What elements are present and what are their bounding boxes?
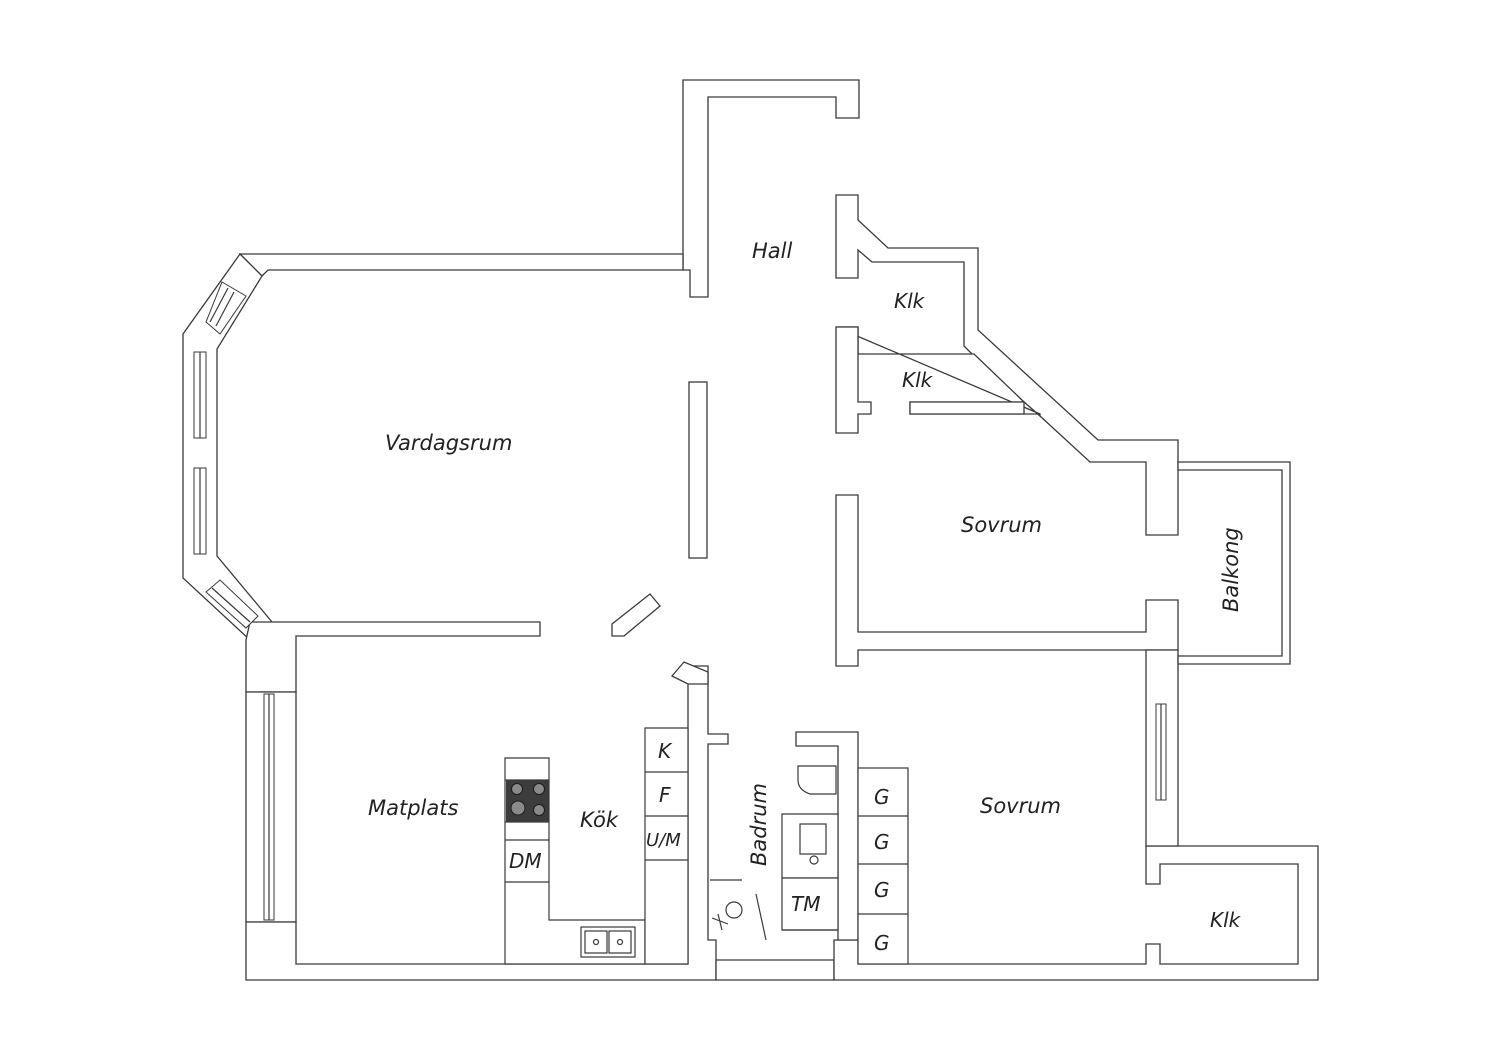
toilet xyxy=(797,765,837,795)
label-dining: Matplats xyxy=(368,796,458,820)
wall-closet-mid-left xyxy=(835,326,872,434)
label-oven-micro: U/M xyxy=(646,830,681,851)
label-wardrobe-4: G xyxy=(874,931,890,955)
label-freezer: F xyxy=(659,783,671,807)
label-wardrobe-1: G xyxy=(874,785,890,809)
label-closet-bottom: Klk xyxy=(1210,908,1242,932)
wall-bedroom-upper-west xyxy=(835,494,1179,667)
labels: Hall Klk Klk Vardagsrum Sovrum Balkong M… xyxy=(368,239,1243,955)
windows xyxy=(193,281,1167,921)
wall-closet-mid-shelf xyxy=(909,401,1025,415)
burner-3 xyxy=(510,800,526,816)
balcony-frame xyxy=(1177,461,1291,665)
label-bathroom: Badrum xyxy=(747,783,771,866)
label-hall: Hall xyxy=(752,239,792,263)
label-wardrobe-3: G xyxy=(874,878,890,902)
burner-1 xyxy=(511,783,523,795)
label-wardrobe-2: G xyxy=(874,830,890,854)
wall-living-north xyxy=(238,253,684,277)
wall-hall-divider xyxy=(688,381,708,559)
label-balcony: Balkong xyxy=(1219,527,1243,612)
wall-living-dining xyxy=(245,621,541,693)
window-sw xyxy=(205,579,259,629)
kitchen-counter-right xyxy=(644,727,689,965)
wall-south-mid xyxy=(715,959,835,981)
shower-head xyxy=(725,901,743,919)
bathroom-fixtures xyxy=(710,765,839,941)
kitchen-fixtures xyxy=(504,727,689,965)
label-bedroom-lower: Sovrum xyxy=(980,794,1061,818)
burner-4 xyxy=(533,804,545,816)
wall-bath-stub xyxy=(670,661,709,685)
label-closet-top: Klk xyxy=(894,289,926,313)
wall-south-east xyxy=(833,845,1319,981)
wall-kitchen-stub xyxy=(611,593,661,637)
label-closet-mid: Klk xyxy=(902,368,934,392)
washer xyxy=(781,877,839,931)
label-dishwasher: DM xyxy=(509,849,542,873)
wall-hall-top xyxy=(682,79,860,298)
burner-2 xyxy=(533,783,545,795)
wall-hall-east-upper xyxy=(835,194,1179,536)
label-fridge: K xyxy=(658,739,673,763)
label-kitchen: Kök xyxy=(580,808,619,832)
label-living-room: Vardagsrum xyxy=(385,431,512,455)
wardrobes xyxy=(857,767,909,965)
label-bedroom-upper: Sovrum xyxy=(961,513,1042,537)
label-washer: TM xyxy=(791,892,820,916)
sink xyxy=(580,926,636,958)
wall-bath-east xyxy=(795,731,859,941)
